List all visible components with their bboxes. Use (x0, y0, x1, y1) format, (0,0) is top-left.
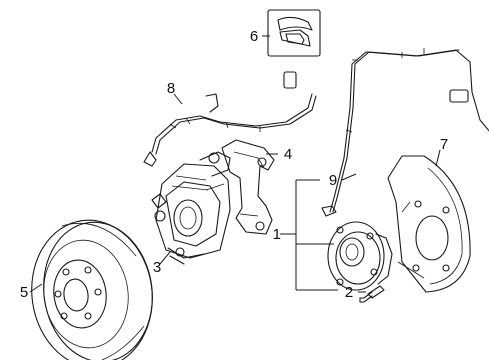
callout-6: 6 (250, 28, 258, 45)
brake-pads (267, 9, 321, 57)
callout-4: 4 (284, 146, 292, 163)
wheel-hub-bearing (327, 221, 393, 291)
brake-hose (143, 71, 317, 167)
brake-caliper (151, 151, 231, 265)
brake-rotor (31, 219, 153, 360)
callout-3: 3 (153, 259, 161, 276)
caliper-bracket (221, 139, 275, 235)
callout-7: 7 (440, 136, 448, 153)
callout-5: 5 (20, 284, 28, 301)
callout-2: 2 (345, 284, 353, 301)
hub-bolt (359, 285, 385, 303)
callout-9: 9 (329, 172, 337, 189)
dust-shield (387, 155, 471, 293)
callout-1: 1 (273, 226, 281, 243)
callout-8: 8 (167, 80, 175, 97)
leader-lines (29, 35, 441, 293)
abs-sensor-wire (321, 48, 489, 217)
